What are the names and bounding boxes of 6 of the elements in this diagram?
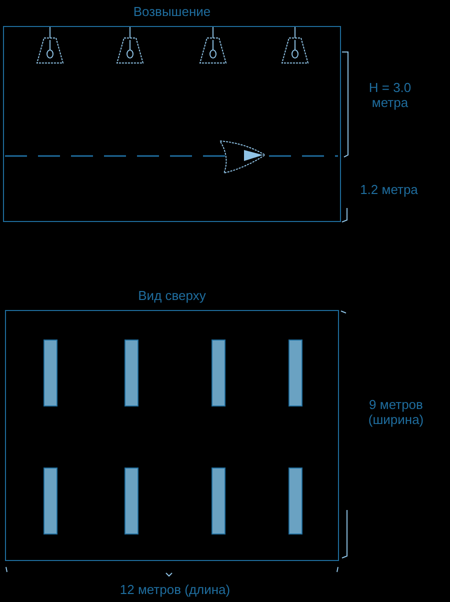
view-heading: Возвышение [132,4,212,19]
dimension-label: 12 метров (длина) [118,582,232,597]
dimension-label: 1.2 метра [359,182,419,197]
dimension-label: 9 метров (ширина) [367,397,425,427]
dimension-label: H = 3.0 метра [368,80,412,110]
view-heading: Вид сверху [137,288,207,303]
